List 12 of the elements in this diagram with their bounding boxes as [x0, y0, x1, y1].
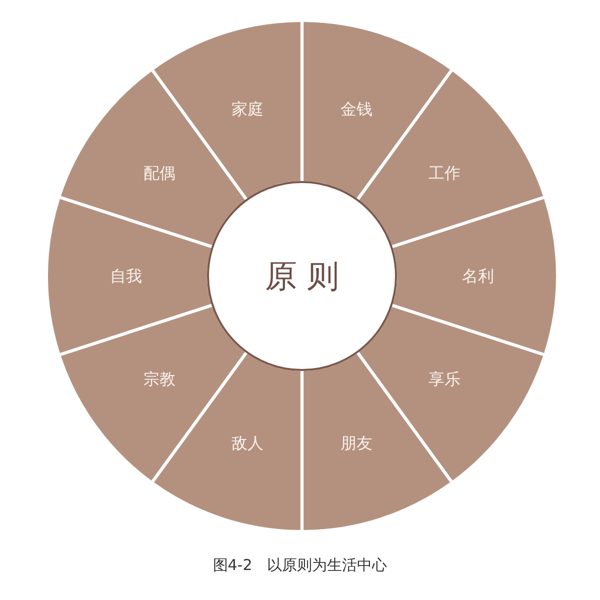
segment-label: 配偶	[144, 162, 176, 182]
segment-label: 宗教	[144, 370, 176, 390]
figure-caption: 图4-2 以原则为生活中心	[212, 556, 388, 574]
segment-label: 朋友	[340, 434, 372, 453]
segment-label: 享乐	[428, 370, 460, 390]
segment-label: 敌人	[232, 434, 264, 453]
segment-label: 家庭	[232, 99, 264, 118]
segment-label: 自我	[110, 266, 142, 286]
segment-label: 名利	[462, 266, 494, 286]
center-label: 原则	[264, 256, 348, 296]
segment-label: 金钱	[340, 99, 372, 118]
segment-label: 工作	[428, 162, 460, 182]
